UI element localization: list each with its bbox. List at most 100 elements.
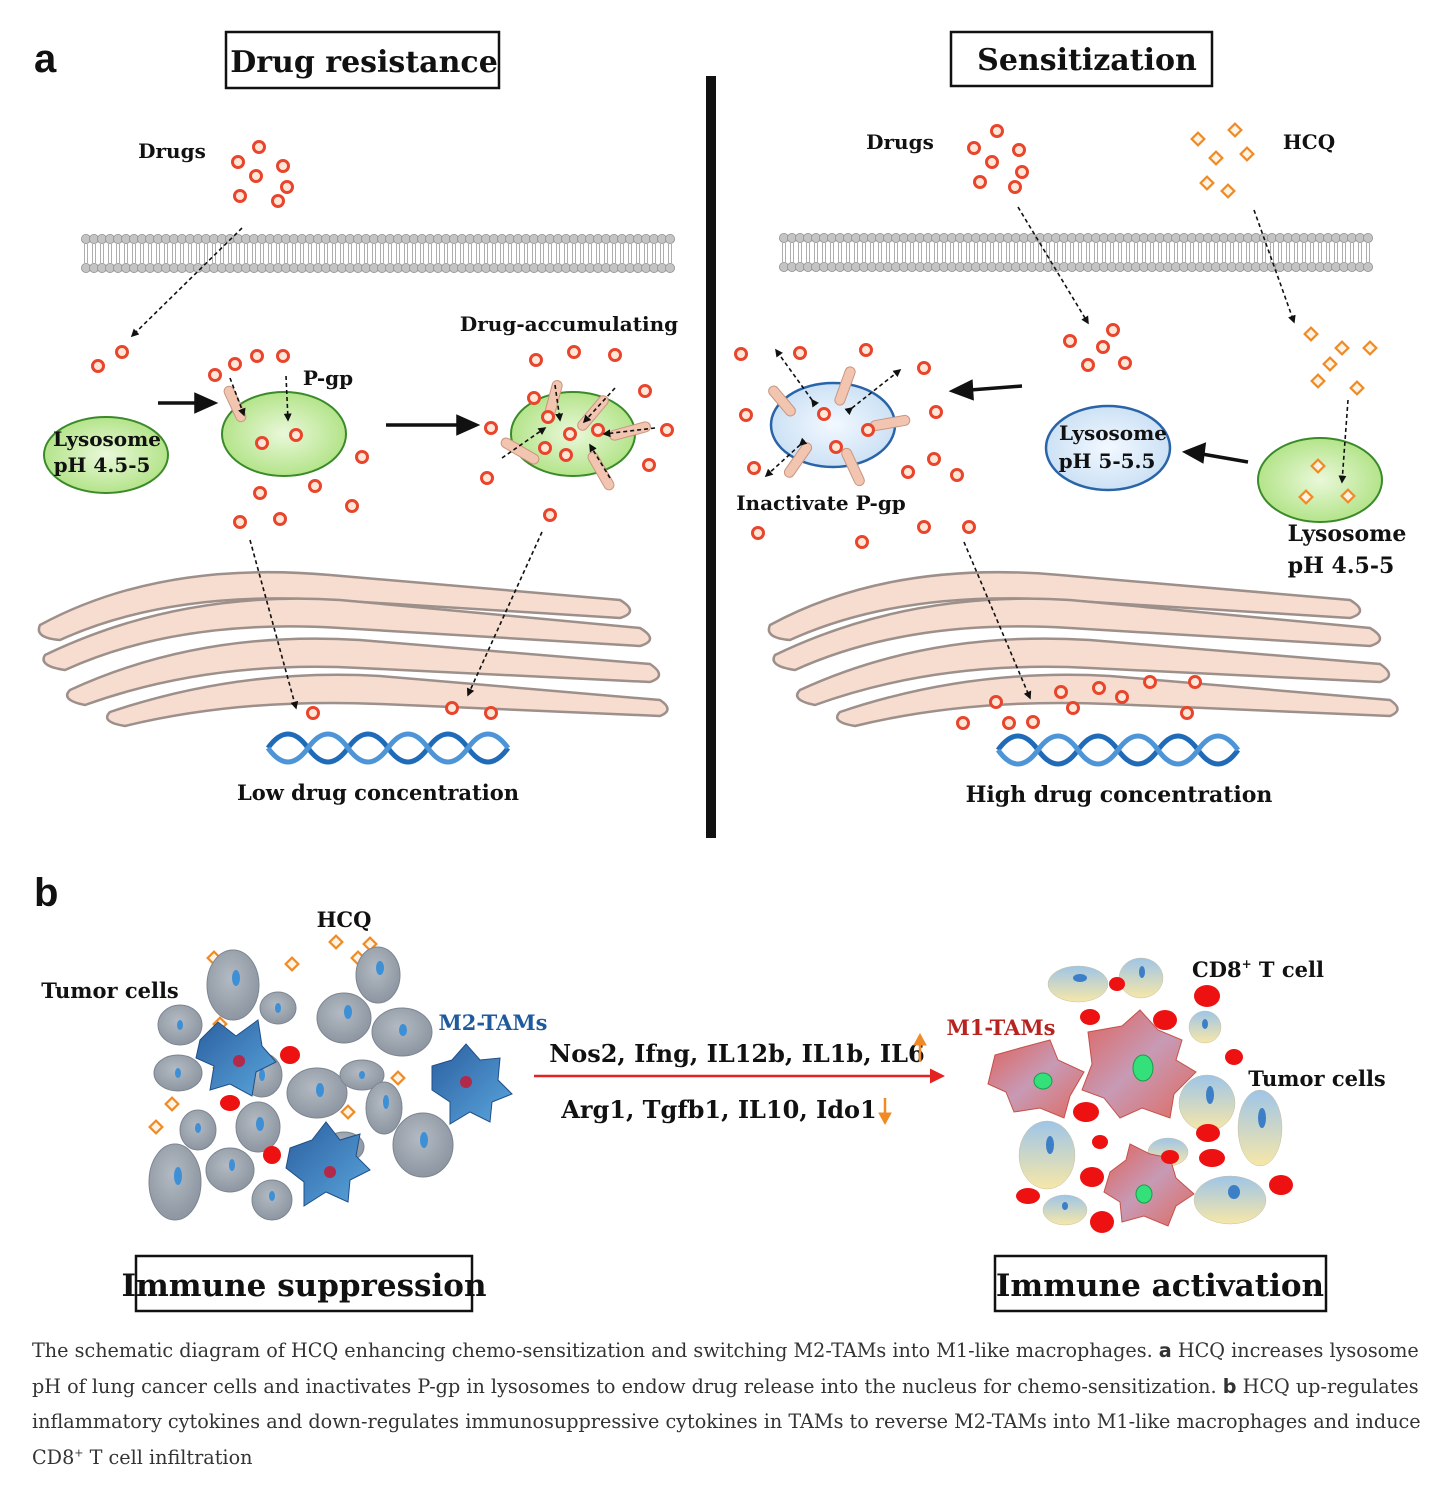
- drug-molecule: [929, 405, 943, 419]
- drug-molecule: [956, 716, 970, 730]
- drug-molecule: [989, 695, 1003, 709]
- drug-molecule: [559, 448, 573, 462]
- drug-molecule: [208, 368, 222, 382]
- drug-molecule: [1054, 685, 1068, 699]
- drug-molecule: [289, 428, 303, 442]
- drug-molecule: [967, 141, 981, 155]
- drug-molecule: [817, 407, 831, 421]
- drug-molecule: [484, 706, 498, 720]
- drug-molecule: [1115, 690, 1129, 704]
- drug-molecule: [747, 461, 761, 475]
- drug-molecule: [355, 450, 369, 464]
- panel-a-letter: a: [34, 37, 57, 81]
- drug-molecule: [985, 155, 999, 169]
- figure-caption: The schematic diagram of HCQ enhancing c…: [32, 1339, 1421, 1469]
- label-high-concentration: High drug concentration: [966, 782, 1273, 808]
- drug-molecule: [249, 169, 263, 183]
- cd8-t-cells: [1016, 977, 1293, 1233]
- drug-molecule: [917, 361, 931, 375]
- drug-molecule: [233, 189, 247, 203]
- label-cd8: CD8+ T cell: [1192, 957, 1324, 982]
- drug-molecule: [861, 423, 875, 437]
- drug-molecule: [484, 421, 498, 435]
- drug-molecule: [252, 140, 266, 154]
- drug-molecule: [538, 441, 552, 455]
- drug-molecule: [115, 345, 129, 359]
- hcq-molecule: [1303, 326, 1319, 342]
- label-inactivate-pgp: Inactivate P-gp: [736, 491, 906, 515]
- cd8-t-cell: [1080, 1009, 1100, 1025]
- drug-molecule: [793, 346, 807, 360]
- hcq-molecule: [1208, 150, 1224, 166]
- immune-activation-box: [993, 1254, 1328, 1313]
- drug-molecule: [1092, 681, 1106, 695]
- hcq-molecule: [1220, 183, 1236, 199]
- dna-helix-left: [265, 731, 511, 765]
- cd8-t-cell: [1090, 1211, 1114, 1233]
- panel-b-letter: b: [34, 871, 58, 915]
- cell-membrane-left: [81, 233, 676, 273]
- cd8-t-cell: [1153, 1010, 1177, 1030]
- drug-molecule: [591, 423, 605, 437]
- cd8-t-cell: [1269, 1175, 1293, 1195]
- lipid-head: [665, 262, 676, 273]
- drug-molecule: [608, 348, 622, 362]
- label-lysosome-left-2: pH 4.5-5: [54, 453, 151, 477]
- drug-molecule: [271, 194, 285, 208]
- drug-molecule: [480, 471, 494, 485]
- drug-molecule: [734, 347, 748, 361]
- drug-molecule: [855, 535, 869, 549]
- label-immune-suppression: Immune suppression: [122, 1268, 487, 1304]
- drug-molecule: [1008, 180, 1022, 194]
- label-lysosome-mid-1: Lysosome: [1059, 421, 1167, 445]
- drug-molecule: [859, 343, 873, 357]
- solid-arrows: [158, 379, 1249, 464]
- lysosome-mid: [1044, 404, 1172, 492]
- drug-molecule: [253, 486, 267, 500]
- label-low-concentration: Low drug concentration: [237, 780, 519, 805]
- drug-molecule: [1026, 715, 1040, 729]
- cd8-t-cell: [1199, 1149, 1225, 1167]
- hcq-molecule: [1349, 380, 1365, 396]
- drug-molecule: [529, 353, 543, 367]
- drug-molecule: [990, 124, 1004, 138]
- drug-molecule: [642, 458, 656, 472]
- drug-molecule: [231, 155, 245, 169]
- drug-molecule: [445, 701, 459, 715]
- drug-molecule: [1063, 334, 1077, 348]
- drug-molecule: [917, 520, 931, 534]
- left-title-box: [224, 30, 501, 90]
- immune-suppression-box: [134, 1254, 474, 1313]
- hcq-molecule: [1310, 373, 1326, 389]
- drug-molecule: [563, 427, 577, 441]
- drug-molecule: [1106, 323, 1120, 337]
- hcq-molecule: [1298, 489, 1314, 505]
- lipid-head: [665, 233, 676, 244]
- drug-molecule: [233, 515, 247, 529]
- cd8-t-cell: [1073, 1102, 1099, 1122]
- hcq-molecule: [390, 1070, 406, 1086]
- drug-molecule: [1012, 143, 1026, 157]
- cd8-t-cell: [1194, 985, 1220, 1007]
- hcq-molecule: [328, 934, 344, 950]
- m1-nuclei: [1033, 1054, 1154, 1204]
- label-down-genes: Arg1, Tgfb1, IL10, Ido1: [560, 1095, 877, 1124]
- down-arrow-icon: [878, 1098, 892, 1126]
- label-pgp: P-gp: [303, 366, 353, 390]
- hcq-molecule: [1310, 458, 1326, 474]
- label-hcq-right: HCQ: [1283, 130, 1335, 154]
- drug-molecule: [638, 384, 652, 398]
- cd8-t-cell: [1161, 1150, 1179, 1164]
- label-up-genes: Nos2, Ifng, IL12b, IL1b, IL6: [549, 1039, 924, 1068]
- drug-molecule: [250, 349, 264, 363]
- hcq-molecule: [1190, 131, 1206, 147]
- m2-nuclei: [233, 1055, 472, 1178]
- drug-molecule: [1081, 358, 1095, 372]
- drug-molecule: [541, 410, 555, 424]
- hcq-molecule: [1239, 146, 1255, 162]
- left-title: Drug resistance: [230, 45, 498, 80]
- drug-molecule: [751, 526, 765, 540]
- drug-molecule: [543, 508, 557, 522]
- tumor-cells-right: [1018, 957, 1283, 1226]
